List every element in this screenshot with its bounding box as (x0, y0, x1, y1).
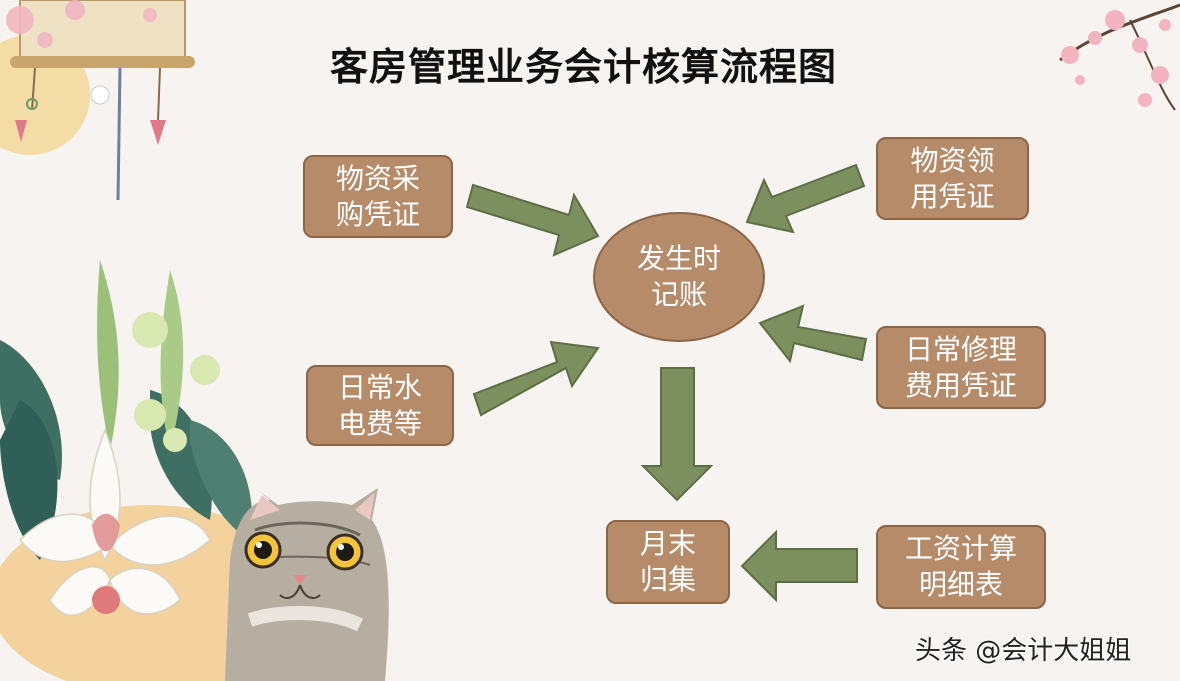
node-utilities: 日常水 电费等 (306, 365, 454, 446)
blossom-top-right (1059, 3, 1180, 111)
arrow-purchase-to-center (465, 183, 600, 257)
node-purchase-voucher: 物资采 购凭证 (303, 155, 453, 238)
node-repair-voucher: 日常修理 费用凭证 (876, 326, 1046, 409)
node-requisition-voucher: 物资领 用凭证 (876, 137, 1029, 220)
node-payroll-detail: 工资计算 明细表 (876, 525, 1046, 609)
node-month-end-collection: 月末 归集 (606, 520, 730, 604)
cat-illustration (225, 488, 389, 681)
page-title: 客房管理业务会计核算流程图 (330, 45, 838, 89)
node-record-on-occurrence: 发生时 记账 (593, 212, 765, 342)
arrow-repair-to-center (758, 304, 868, 364)
arrow-center-to-month-end (640, 367, 714, 502)
arrow-payroll-to-month-end (740, 529, 858, 603)
watermark: 头条 @会计大姐姐 (915, 636, 1132, 666)
blossom-top-left (6, 0, 157, 48)
scroll-illustration (0, 0, 195, 201)
arrow-requisition-to-center (745, 163, 866, 234)
arrow-utilities-to-center (472, 340, 600, 417)
